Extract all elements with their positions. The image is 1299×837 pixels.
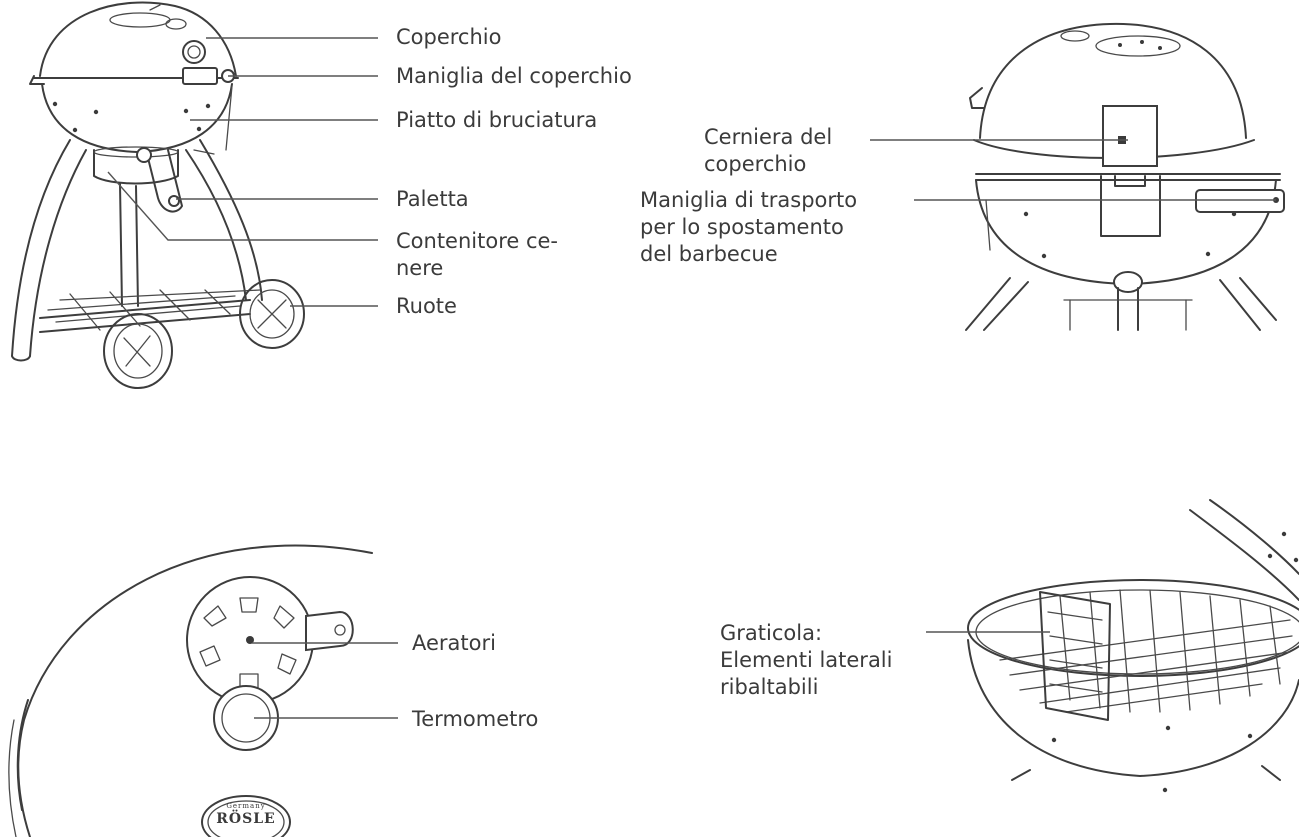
label-thermometer: Termometro [412, 706, 538, 733]
label-grate: Graticola: Elementi laterali ribaltabili [720, 620, 892, 701]
label-lid-hinge-line2: coperchio [704, 151, 832, 178]
label-carry-handle: Maniglia di trasporto per lo spostamento… [640, 187, 857, 268]
label-vents: Aeratori [412, 630, 496, 657]
label-grate-line2: Elementi laterali [720, 647, 892, 674]
label-lid-hinge-line1: Cerniera del [704, 124, 832, 151]
grill-back-view-drawing [966, 24, 1284, 330]
label-grate-line1: Graticola: [720, 620, 892, 647]
label-lid: Coperchio [396, 24, 501, 51]
label-ash-container: Contenitore ce- nere [396, 228, 558, 282]
label-ash-container-line2: nere [396, 255, 558, 282]
label-burn-plate: Piatto di bruciatura [396, 107, 597, 134]
brand-badge-top-text: Germany [210, 802, 282, 811]
brand-badge: Germany RÖSLE [210, 802, 282, 827]
label-grate-line3: ribaltabili [720, 674, 892, 701]
label-lid-handle: Maniglia del coperchio [396, 63, 632, 90]
label-lid-hinge: Cerniera del coperchio [704, 124, 832, 178]
open-grill-grate-drawing [968, 500, 1299, 792]
label-wheels: Ruote [396, 293, 457, 320]
label-ash-container-line1: Contenitore ce- [396, 228, 558, 255]
label-carry-handle-line2: per lo spostamento [640, 214, 857, 241]
label-scoop: Paletta [396, 186, 469, 213]
brand-badge-name: RÖSLE [210, 811, 282, 827]
label-carry-handle-line3: del barbecue [640, 241, 857, 268]
lid-top-closeup-drawing [9, 546, 372, 837]
grill-front-view-drawing [12, 3, 304, 388]
label-carry-handle-line1: Maniglia di trasporto [640, 187, 857, 214]
